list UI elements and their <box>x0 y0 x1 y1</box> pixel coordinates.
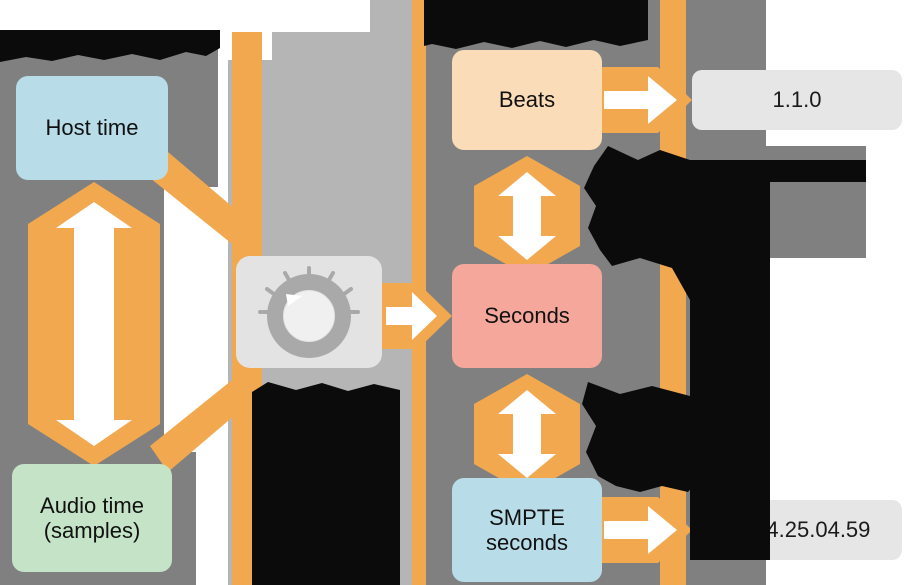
readout-beats-value: 1.1.0 <box>772 87 822 112</box>
smpte-to-readout-arrow <box>600 497 692 563</box>
node-beats[interactable]: Beats <box>452 50 602 150</box>
gutter-white-left <box>218 0 272 32</box>
node-audio-time-label: Audio time (samples) <box>40 492 144 543</box>
connector-arrows <box>28 67 692 563</box>
node-host-time[interactable]: Host time <box>16 76 168 180</box>
rail-diagonal-upper <box>150 152 262 268</box>
seconds-smpte-bidirectional-arrow <box>474 374 580 494</box>
node-smpte-seconds[interactable]: SMPTE seconds <box>452 478 602 582</box>
occlusion-top-left <box>0 30 220 62</box>
rail-elbow-knob <box>232 330 236 360</box>
gutter-white-topright <box>766 0 906 70</box>
occlusion-mid-right <box>584 146 866 560</box>
knob-dial-icon[interactable] <box>236 256 382 368</box>
rail-diagonal-lower <box>150 356 262 472</box>
node-host-time-label: Host time <box>45 115 139 141</box>
occlusion-lower-right <box>582 382 766 492</box>
beats-to-readout-arrow <box>600 67 692 133</box>
panel-left-strip <box>196 32 218 187</box>
readout-beats[interactable]: 1.1.0 <box>692 70 902 130</box>
node-audio-time[interactable]: Audio time (samples) <box>12 464 172 572</box>
node-smpte-seconds-label: SMPTE seconds <box>486 504 568 555</box>
node-seconds[interactable]: Seconds <box>452 264 602 368</box>
node-seconds-label: Seconds <box>484 303 570 329</box>
knob-to-seconds-arrow <box>382 283 452 349</box>
node-beats-label: Beats <box>498 87 556 113</box>
host-audio-bidirectional-arrow <box>28 182 160 466</box>
gutter-white-right <box>766 258 906 500</box>
occlusion-top-right <box>424 0 648 49</box>
beats-seconds-bidirectional-arrow <box>474 156 580 276</box>
occlusion-center-low <box>252 382 400 585</box>
